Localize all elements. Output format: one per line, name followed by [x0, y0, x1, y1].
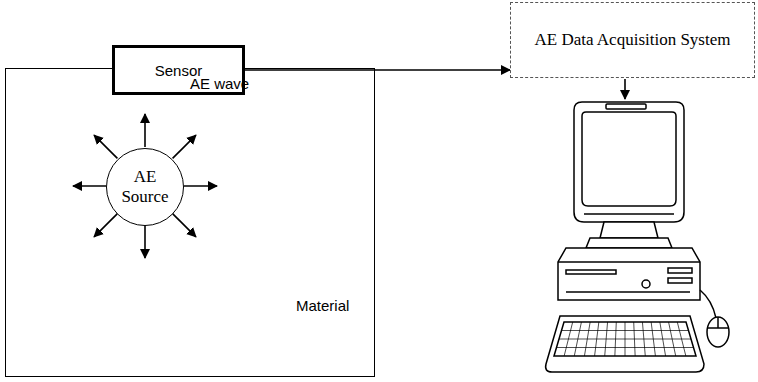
- signal-arrow: [245, 69, 510, 71]
- material-block: Material AE Source: [5, 68, 375, 377]
- key-column: [677, 322, 686, 356]
- key-column: [625, 322, 626, 356]
- wave-label: AE wave: [190, 75, 249, 92]
- wave-arrow: [94, 214, 117, 237]
- source-circle: AE Source: [106, 148, 184, 226]
- wave-arrow: [94, 135, 117, 158]
- node-text: AE Source: [117, 167, 173, 206]
- key-column: [574, 322, 581, 356]
- key-column: [634, 322, 635, 356]
- key-column: [595, 322, 599, 356]
- wave-arrow: [173, 214, 196, 237]
- key-column: [615, 322, 616, 356]
- computer-illustration: [546, 102, 729, 372]
- data-arrow: [624, 79, 626, 99]
- wave-arrow: [184, 185, 217, 187]
- key-column: [660, 322, 666, 356]
- key-column: [642, 322, 645, 356]
- key-column: [564, 322, 573, 356]
- wave-arrow: [73, 185, 106, 187]
- ae-wave-arrows: [73, 114, 217, 258]
- key-column: [584, 322, 590, 356]
- wave-arrow: [144, 225, 146, 258]
- node-text: AE Data Acquisition System: [535, 28, 731, 53]
- key-column: [605, 322, 608, 356]
- node-text: Material: [296, 297, 349, 314]
- key-column: [669, 322, 676, 356]
- acquisition-box: AE Data Acquisition System: [510, 2, 755, 78]
- wave-arrow: [144, 114, 146, 147]
- key-column: [651, 322, 655, 356]
- wave-arrow: [173, 135, 196, 158]
